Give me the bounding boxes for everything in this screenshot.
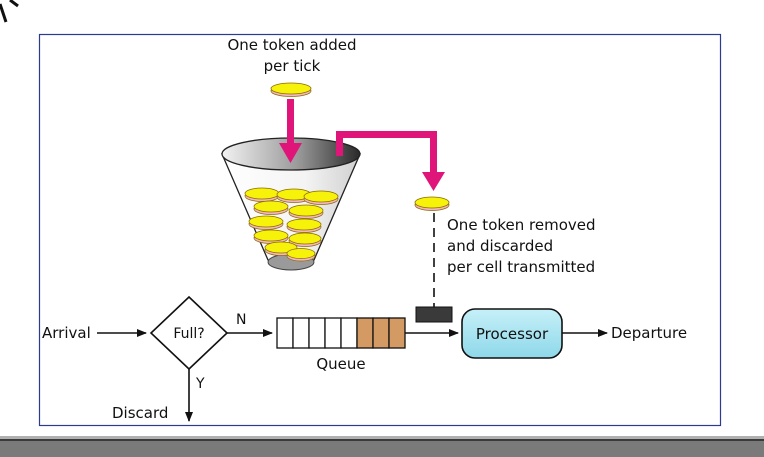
token-icon — [288, 204, 324, 219]
queue-slot-filled — [356, 317, 374, 349]
token-out-arrow — [336, 131, 445, 191]
bottom-bar — [0, 436, 764, 457]
incoming-token-icon — [270, 82, 312, 97]
queue-slot-empty — [308, 317, 326, 349]
removed-token-icon — [414, 196, 450, 211]
token-icon — [303, 190, 339, 205]
cropped-glyph — [0, 0, 19, 23]
bottom-bar-highlight — [0, 436, 764, 439]
diagram-frame — [38, 33, 722, 427]
queue-slot-filled — [372, 317, 390, 349]
token-icon — [286, 248, 316, 262]
queue-buffer — [276, 317, 406, 349]
token-removed-label-line3: per cell transmitted — [447, 258, 595, 276]
token-icon — [253, 229, 289, 244]
queue-slot-empty — [292, 317, 310, 349]
processor-label: Processor — [476, 325, 549, 343]
arrival-label: Arrival — [42, 324, 91, 342]
token-added-label-line1: One token added — [227, 36, 356, 54]
transmitted-cell — [415, 306, 453, 323]
bucket-tokens — [244, 187, 339, 262]
discard-label: Discard — [112, 404, 168, 422]
queue-label: Queue — [316, 355, 365, 373]
bottom-bar-shadow — [0, 439, 764, 441]
queue-slot-empty — [276, 317, 294, 349]
token-added-label-line2: per tick — [264, 57, 321, 75]
queue-slot-empty — [324, 317, 342, 349]
token-icon — [244, 187, 280, 202]
queue-slot-empty — [340, 317, 358, 349]
decision-label: Full? — [173, 326, 204, 342]
token-in-arrow — [279, 99, 302, 163]
token-icon — [253, 200, 289, 215]
token-icon — [264, 241, 298, 256]
token-removed-label-line1: One token removed — [447, 216, 596, 234]
queue-slot-filled — [388, 317, 406, 349]
no-branch-label: N — [236, 312, 246, 328]
token-icon — [286, 218, 322, 233]
token-icon — [288, 232, 322, 247]
token-icon — [248, 215, 284, 230]
yes-branch-label: Y — [195, 376, 205, 392]
departure-label: Departure — [611, 324, 687, 342]
token-removed-label-line2: and discarded — [447, 237, 553, 255]
